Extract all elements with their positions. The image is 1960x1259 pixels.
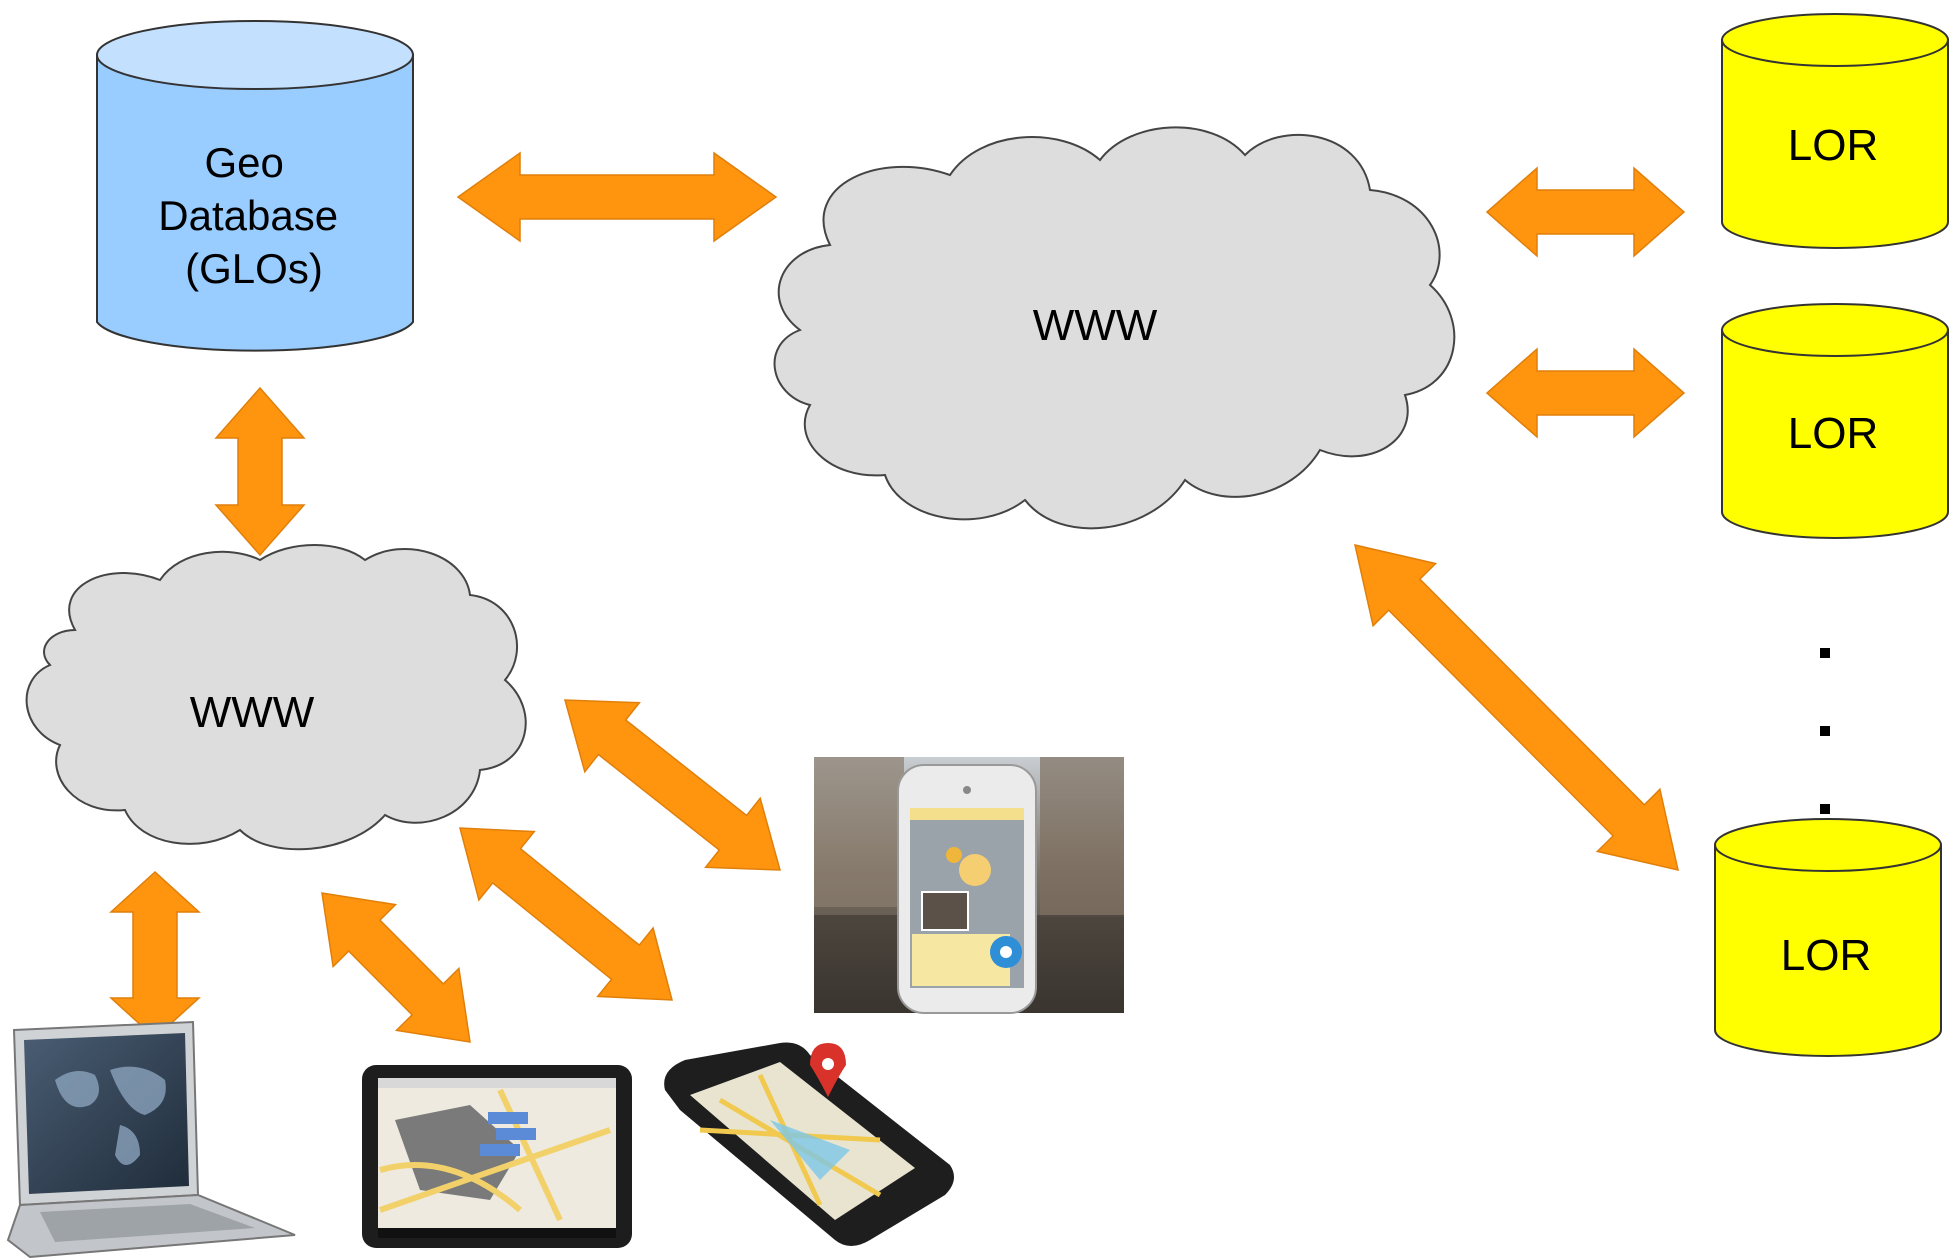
laptop-image [6,1020,296,1259]
phone-augmented-reality-image [814,757,1124,1014]
arrow-cloud-client-to-tablet [321,892,471,1043]
lor-repository-3: LOR [1714,818,1942,1057]
tablet-map-image [362,1065,632,1248]
arrow-cloud-client-to-smartphone [459,827,673,1001]
arrow-cloud-main-to-lor-3 [1354,544,1679,871]
arrow-geo-database-to-cloud-client [214,386,306,557]
lor-label-2: LOR [1788,409,1878,458]
geo-database-label-line-3: (GLOs) [185,245,323,292]
arrow-cloud-main-to-lor-2 [1485,347,1686,439]
arrow-geo-database-to-cloud-main [456,151,778,243]
geo-database-label-line-1: Geo [204,139,283,186]
cloud-main: WWW [773,126,1456,530]
ellipsis-dots [1820,648,1830,814]
cloud-client-label: WWW [190,688,315,737]
arrows [109,151,1686,1043]
cloud-main-label: WWW [1033,301,1158,350]
cloud-client: WWW [25,544,527,851]
lor-label-1: LOR [1788,121,1878,170]
arrow-cloud-client-to-laptop [109,870,201,1040]
arrow-cloud-main-to-lor-1 [1485,166,1686,258]
geo-database: Geo Database (GLOs) [96,20,414,352]
svg-text:Geo Database (GLOs: Geo Database (GLOs) [158,139,349,292]
lor-repository-1: LOR [1721,13,1949,249]
geo-database-label-line-2: Database [158,192,338,239]
arrow-cloud-client-to-ar-phone [564,699,781,871]
smartphone-map-image [664,1042,954,1246]
lor-label-3: LOR [1781,931,1871,980]
lor-repository-2: LOR [1721,303,1949,539]
